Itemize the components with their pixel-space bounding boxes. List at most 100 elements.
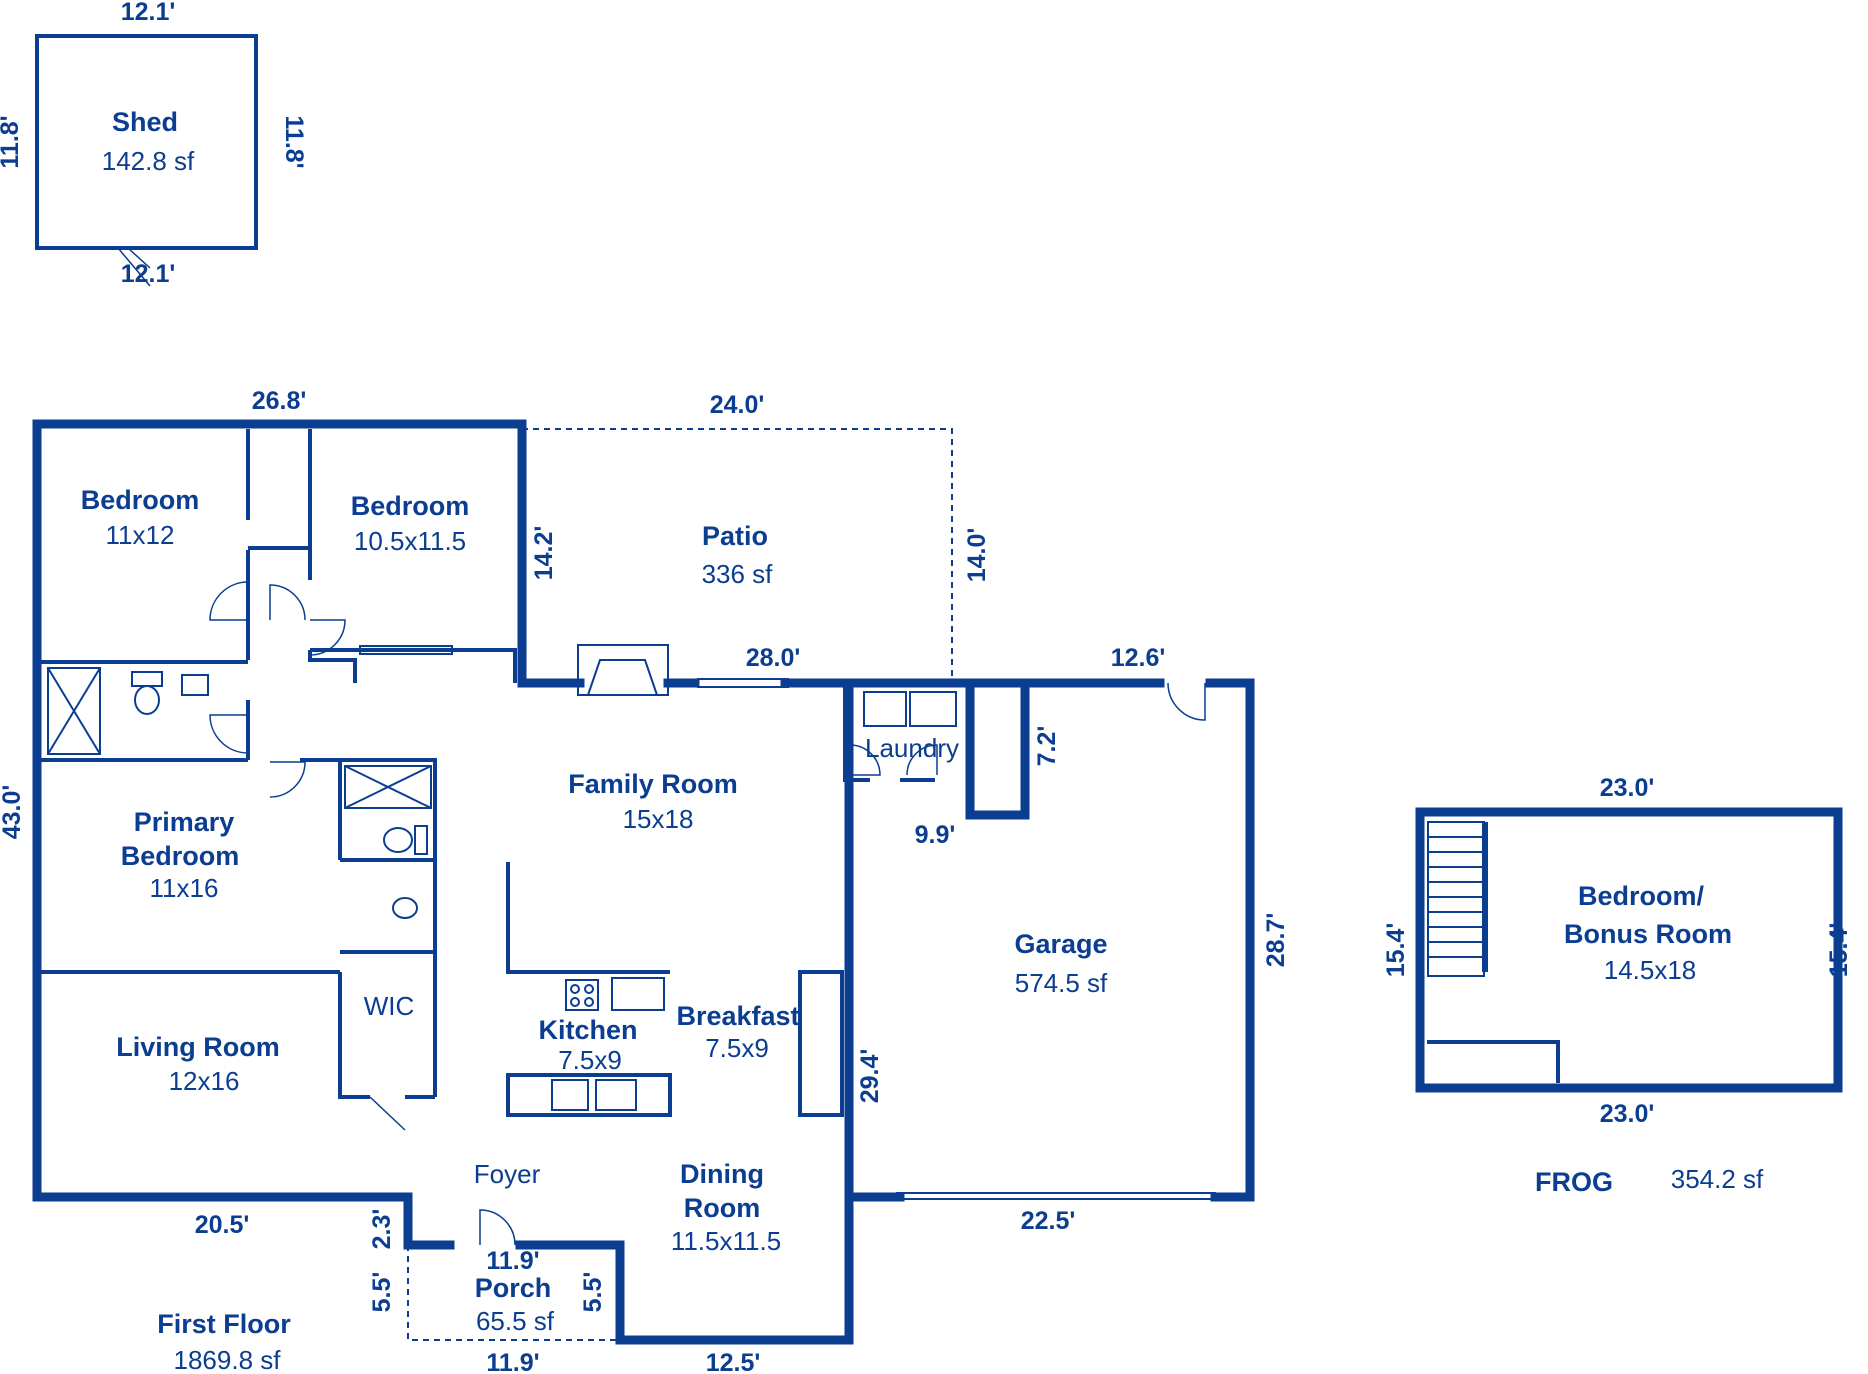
- door-swing: [1167, 682, 1206, 721]
- frog-dim-left: 15.4': [1382, 923, 1410, 978]
- door-swing: [479, 1209, 516, 1246]
- frog-walls: [1415, 807, 1843, 1093]
- family-room-name: Family Room: [568, 769, 738, 799]
- dim-porch-left: 5.5': [368, 1272, 396, 1313]
- bedroom-walls: [246, 429, 517, 760]
- fireplace-icon: [577, 644, 669, 696]
- frog-area: 354.2 sf: [1671, 1164, 1764, 1194]
- frog-room-name-1: Bedroom/: [1578, 881, 1705, 911]
- living-room-name: Living Room: [116, 1032, 280, 1062]
- dim-top-house: 26.8': [252, 387, 307, 415]
- first-floor-area: 1869.8 sf: [174, 1345, 282, 1374]
- dishwasher-icon: [551, 1079, 589, 1111]
- dim-patio-right: 14.0': [963, 528, 991, 583]
- bedroom-2-size: 10.5x11.5: [354, 526, 466, 556]
- sink-icon: [392, 897, 418, 919]
- shed-dim-right: 11.8': [280, 115, 308, 168]
- wic-walls: [37, 950, 437, 1099]
- bedroom-2-name: Bedroom: [351, 491, 470, 521]
- frog-dim-right: 15.4': [1825, 923, 1853, 978]
- door-swing: [309, 619, 346, 656]
- bath-walls: [37, 660, 437, 950]
- kitchen-sink-icon: [595, 1079, 637, 1111]
- shed-dim-bottom: 12.1': [121, 260, 176, 288]
- toilet-tank-icon: [414, 825, 428, 855]
- stairs-icon: [1427, 821, 1488, 977]
- dim-patio-left: 14.2': [530, 526, 558, 581]
- burner-icon: [570, 984, 580, 994]
- porch-outline: [407, 1245, 620, 1341]
- dim-porch-top: 11.9': [486, 1247, 539, 1275]
- dim-patio-bottom: 28.0': [746, 644, 801, 672]
- shed-door: [117, 247, 151, 287]
- door-swing: [269, 584, 306, 621]
- exterior-wall-north: [32, 419, 1255, 1202]
- primary-bedroom-size: 11x16: [150, 873, 219, 903]
- dining-room-size: 11.5x11.5: [671, 1226, 781, 1256]
- kitchen-name: Kitchen: [538, 1015, 637, 1045]
- first-floor-label: First Floor: [157, 1309, 291, 1339]
- dryer-icon: [909, 691, 957, 727]
- frog-room-name-2: Bonus Room: [1564, 919, 1732, 949]
- door-swing: [209, 714, 249, 754]
- wic-name: WIC: [364, 991, 415, 1021]
- garage-door-icon: [896, 1192, 1216, 1200]
- frog-closet-wall: [1427, 1040, 1560, 1083]
- dim-patio-top: 24.0': [710, 391, 765, 419]
- bedroom-1-size: 11x12: [106, 520, 175, 550]
- door-swing: [849, 744, 881, 776]
- breakfast-counter: [798, 970, 844, 1117]
- dim-bottom-right: 12.5': [706, 1349, 761, 1374]
- door-swing: [906, 744, 938, 776]
- shower-icon: [344, 765, 432, 809]
- first-floor: Bedroom 11x12 Bedroom 10.5x11.5 Patio 33…: [0, 387, 1290, 1374]
- dim-porch-step: 2.3': [368, 1209, 396, 1250]
- patio-outline: [522, 428, 953, 683]
- frog: Bedroom/ Bonus Room 14.5x18 23.0' 23.0' …: [1382, 774, 1853, 1197]
- fireplace-hearth-icon: [587, 659, 658, 696]
- porch-area: 65.5 sf: [476, 1306, 555, 1336]
- stove-icon: [565, 979, 599, 1011]
- closet-door-icon: [359, 645, 453, 655]
- refrigerator-icon: [611, 977, 665, 1011]
- dim-garage-right: 28.7': [1262, 913, 1290, 968]
- door-swing: [369, 1096, 406, 1131]
- dim-left: 43.0': [0, 785, 26, 840]
- patio-area: 336 sf: [702, 559, 774, 589]
- garage-name: Garage: [1014, 929, 1107, 959]
- primary-bedroom-name-1: Primary: [134, 807, 235, 837]
- sink-icon: [181, 674, 209, 696]
- dim-garage-left: 29.4': [856, 1049, 884, 1104]
- frog-room-size: 14.5x18: [1604, 955, 1697, 985]
- toilet-bowl-icon: [134, 685, 160, 715]
- interior-walls: [37, 429, 972, 1117]
- toilet-bowl-icon: [383, 827, 413, 853]
- shed-dim-left: 11.8': [0, 115, 24, 168]
- shed-dim-top: 12.1': [121, 0, 176, 26]
- shed-area: 142.8 sf: [102, 146, 195, 176]
- door-swings: [209, 581, 1206, 1246]
- dining-room-name-2: Room: [684, 1193, 761, 1223]
- breakfast-size: 7.5x9: [705, 1033, 769, 1063]
- dim-laundry-bottom: 9.9': [915, 821, 956, 849]
- living-room-size: 12x16: [169, 1066, 240, 1096]
- burner-icon: [570, 997, 580, 1007]
- sliding-door-icon: [697, 678, 789, 688]
- family-room-size: 15x18: [623, 804, 694, 834]
- breakfast-name: Breakfast: [676, 1001, 799, 1031]
- patio-name: Patio: [702, 521, 768, 551]
- garage-area: 574.5 sf: [1015, 968, 1108, 998]
- exterior-wall-south: [32, 419, 854, 1345]
- frog-label: FROG: [1535, 1167, 1613, 1197]
- door-swing: [209, 581, 249, 621]
- burner-icon: [584, 984, 594, 994]
- shed-walls: [35, 34, 258, 250]
- washer-icon: [863, 691, 907, 727]
- dim-bottom-left: 20.5': [195, 1211, 250, 1239]
- primary-bedroom-name-2: Bedroom: [121, 841, 240, 871]
- shed-name: Shed: [112, 107, 178, 137]
- dining-room-name-1: Dining: [680, 1159, 764, 1189]
- burner-icon: [584, 997, 594, 1007]
- frog-dim-top: 23.0': [1600, 774, 1655, 802]
